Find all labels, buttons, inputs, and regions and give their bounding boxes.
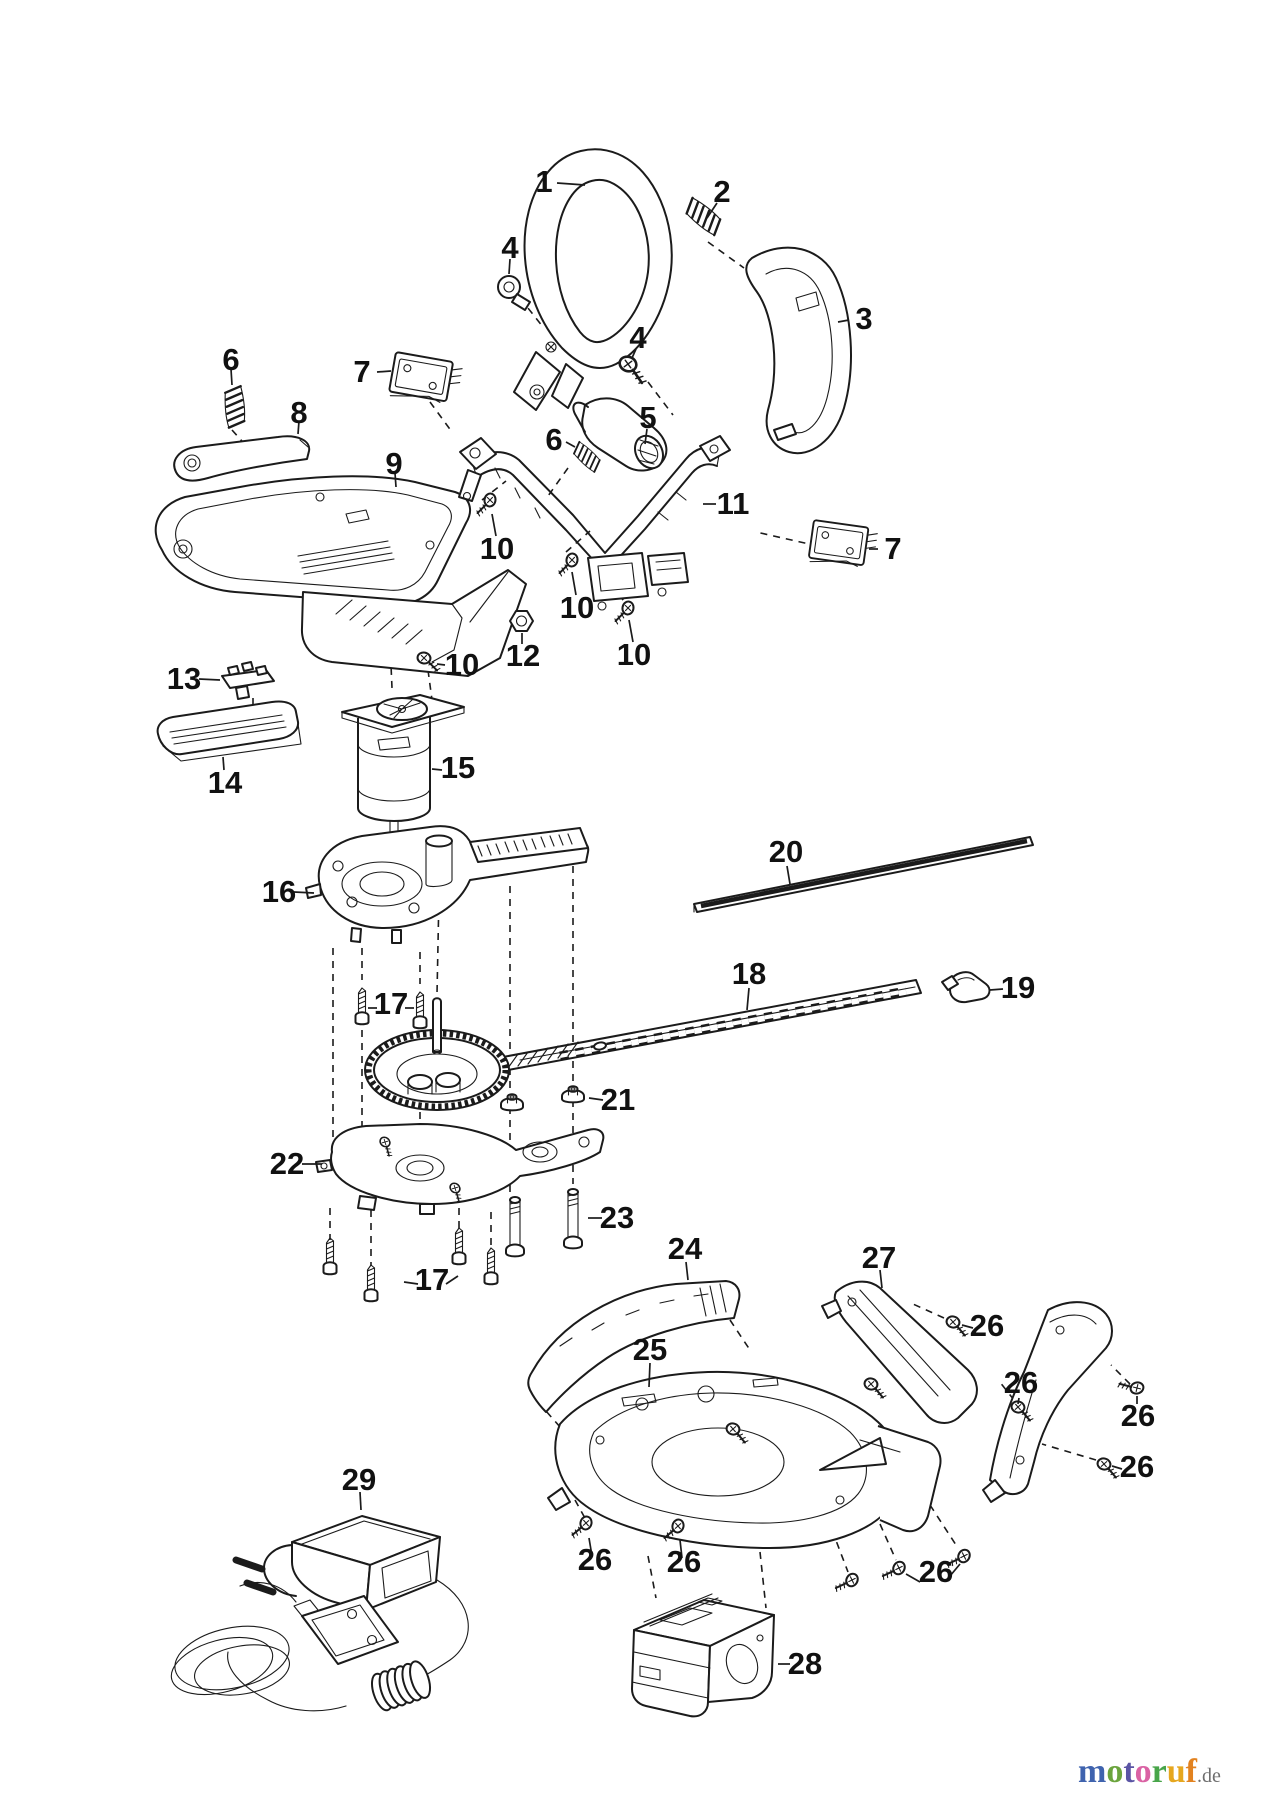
part-label-10d: 10 [445,647,479,682]
part-label-8: 8 [290,395,307,430]
part-11-v-frame [458,435,731,611]
part-label-24: 24 [668,1231,703,1266]
part-label-18: 18 [732,956,766,991]
part-label-9: 9 [385,446,402,481]
part-label-26e: 26 [578,1542,612,1577]
part-label-13: 13 [167,661,201,696]
part-16-gearbox [305,825,590,944]
part-28-battery [631,1593,775,1718]
part-label-29: 29 [342,1462,376,1497]
part-label-10a: 10 [480,531,514,566]
part-24-hand-guard [527,1280,741,1413]
part-label-26b: 26 [1004,1365,1038,1400]
part-9-upper-housing [154,475,527,677]
part-label-15: 15 [441,750,475,785]
part-label-4a: 4 [501,230,519,265]
part-27-grip-shell-right [982,1301,1113,1503]
part-label-19: 19 [1001,970,1035,1005]
part-20-guard-rail [693,836,1034,913]
part-label-10b: 10 [560,590,594,625]
part-19-clip [941,971,991,1004]
part-label-1: 1 [535,164,552,199]
part-label-11: 11 [717,486,750,521]
part-label-6a: 6 [222,342,239,377]
assembly-guides [231,241,1131,1609]
part-29-charger [170,1515,469,1712]
part-label-26f: 26 [667,1544,701,1579]
part-label-10c: 10 [617,637,651,672]
part-14-slide-tray [156,700,302,762]
part-label-17u: 17 [374,986,408,1021]
part-label-26c: 26 [1121,1398,1155,1433]
part-label-2: 2 [713,174,730,209]
part-25-lower-housing [547,1370,942,1549]
part-number-labels: 1 2 3 4 4 5 6 6 7 7 8 9 10 10 10 10 11 1… [167,164,1155,1681]
part-3-rear-handle-shell [745,246,852,455]
part-1-front-handle [513,148,673,411]
part-label-6b: 6 [545,422,562,457]
part-18-gear-and-blade [364,979,922,1111]
part-5-trigger [572,397,668,472]
part-27-grip-shell [821,1280,978,1424]
part-label-7b: 7 [884,531,901,566]
part-label-26a: 26 [970,1308,1004,1343]
part-label-28: 28 [788,1646,822,1681]
part-8-lock-lever [173,435,311,482]
part-13-bracket [221,661,275,700]
motoruf-watermark[interactable]: motoruf.de [1070,1748,1270,1796]
part-label-16: 16 [262,874,296,909]
part-label-22: 22 [270,1146,304,1181]
part-label-20: 20 [769,834,803,869]
part-label-26g: 26 [919,1554,953,1589]
part-label-14: 14 [208,765,243,800]
part-4-eyelet [497,275,531,311]
part-label-27: 27 [862,1240,896,1275]
part-label-7a: 7 [353,354,370,389]
part-12-hex-nut [509,610,534,632]
part-label-3: 3 [855,301,872,336]
part-22-bottom-plate [315,1123,605,1215]
motoruf-logo-text[interactable]: motoruf.de [1078,1753,1221,1790]
part-label-21: 21 [601,1082,635,1117]
part-label-5: 5 [639,400,656,435]
part-label-26d: 26 [1120,1449,1154,1484]
part-label-17l: 17 [415,1262,449,1297]
part-label-4b: 4 [629,320,647,355]
part-label-25: 25 [633,1332,667,1367]
part-label-23: 23 [600,1200,634,1235]
leader-lines [198,182,1138,1665]
part-label-12: 12 [506,638,540,673]
